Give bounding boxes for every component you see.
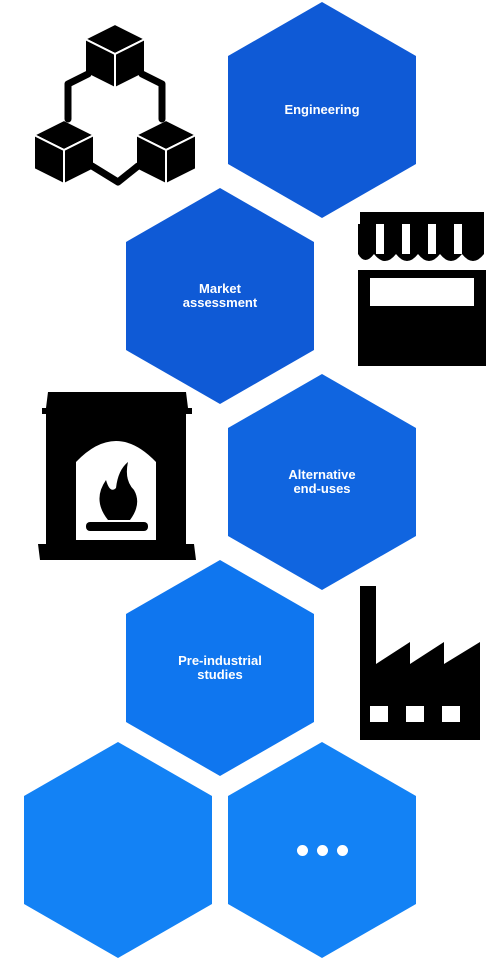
hex-pre-industrial-studies: Pre-industrial studies xyxy=(126,560,314,776)
network-cubes-icon xyxy=(33,23,197,186)
hex-label-alternative-end-uses: Alternative end-uses xyxy=(288,467,356,496)
hex-label-market-assessment: Market assessment xyxy=(182,281,258,310)
hex-blank xyxy=(24,742,212,958)
hex-label-pre-industrial-studies: Pre-industrial studies xyxy=(178,653,262,682)
hex-more xyxy=(228,742,416,958)
hex-alternative-end-uses: Alternative end-uses xyxy=(228,374,416,590)
hex-label-engineering: Engineering xyxy=(284,102,360,117)
fireplace-icon xyxy=(38,392,196,560)
hex-market-assessment: Market assessment xyxy=(126,188,314,404)
ellipsis-icon xyxy=(296,844,348,856)
hex-engineering: Engineering xyxy=(228,2,416,218)
market-stall-icon xyxy=(358,212,486,366)
factory-icon xyxy=(360,586,480,740)
